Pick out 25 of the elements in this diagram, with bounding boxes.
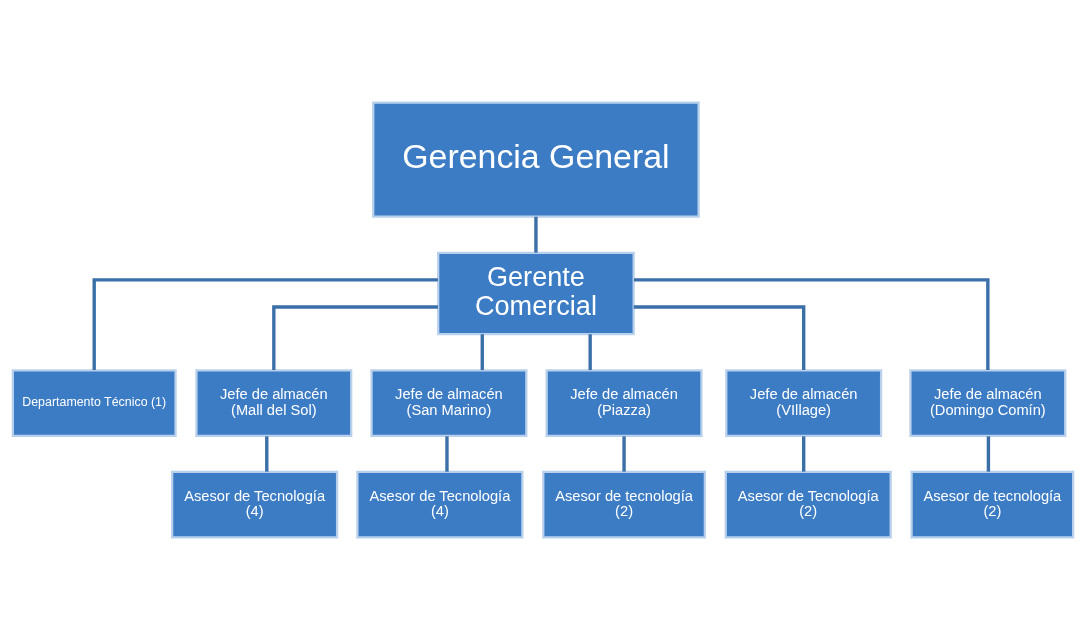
node-box: Jefe de almacén (VIllage) — [725, 369, 883, 437]
connector — [534, 216, 538, 253]
node-box: Asesor de Tecnología (2) — [724, 470, 892, 539]
node-box: Gerencia General — [372, 101, 700, 218]
node-box: Departamento Técnico (1) — [11, 369, 177, 437]
connector — [265, 436, 269, 472]
connector — [634, 278, 990, 371]
node-box: Asesor de tecnología (2) — [542, 470, 706, 539]
connector — [622, 436, 626, 472]
connector — [588, 334, 592, 371]
node-box: Jefe de almacén (Mall del Sol) — [195, 369, 353, 437]
node-box: Jefe de almacén (Piazza) — [545, 369, 703, 437]
connector — [445, 436, 449, 472]
connector — [986, 436, 991, 472]
node-box: Jefe de almacén (San Marino) — [370, 369, 528, 437]
connector — [480, 334, 484, 371]
connector — [633, 305, 806, 370]
connector — [802, 436, 806, 472]
node-box: Jefe de almacén (Domingo Comín) — [909, 369, 1067, 437]
node-box: Asesor de Tecnología (4) — [171, 470, 339, 539]
node-box: Gerente Comercial — [437, 251, 635, 336]
node-box: Asesor de tecnología (2) — [910, 470, 1075, 539]
node-box: Asesor de Tecnología (4) — [356, 470, 524, 539]
connector — [92, 278, 438, 371]
connector — [272, 305, 438, 370]
